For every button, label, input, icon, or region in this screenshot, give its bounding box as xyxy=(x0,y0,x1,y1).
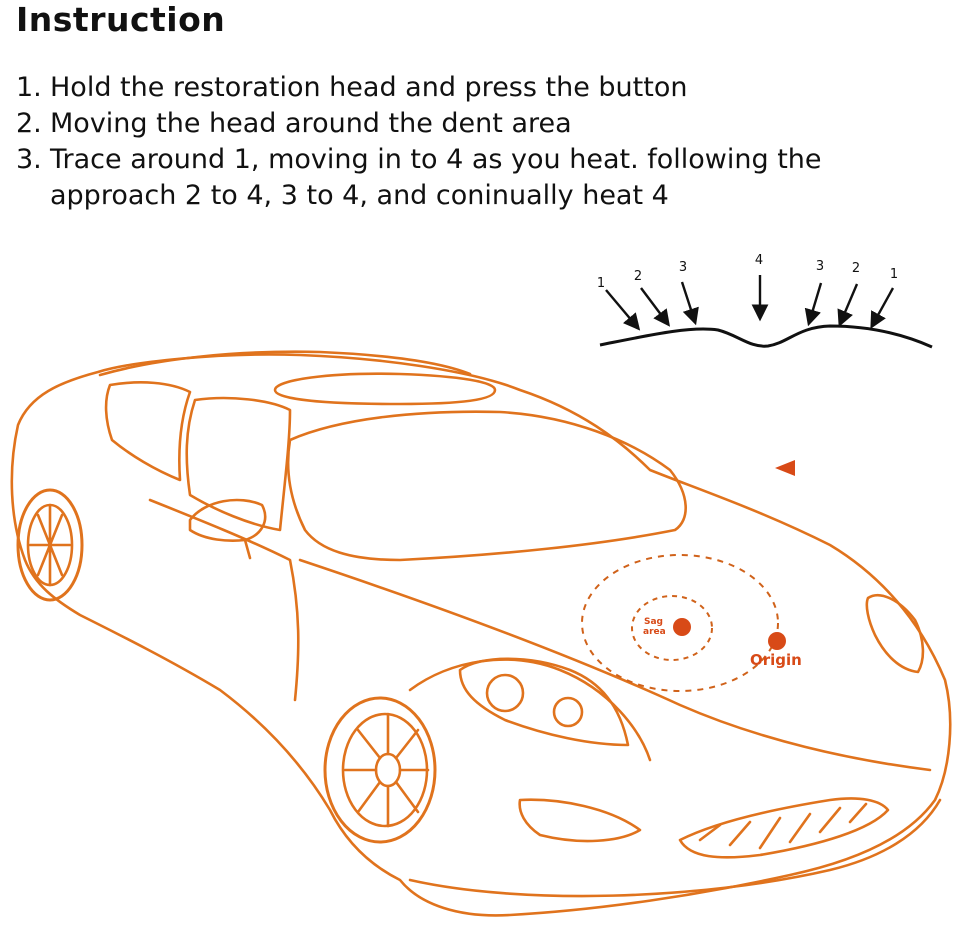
heat-arrow-3-right xyxy=(804,282,823,327)
door-line xyxy=(148,498,300,702)
instruction-steps: 1. Hold the restoration head and press t… xyxy=(16,70,946,214)
car-line-drawing xyxy=(10,350,952,917)
inner-trace-ring xyxy=(631,595,713,661)
origin-label: Origin xyxy=(750,651,802,669)
rear-wheel xyxy=(16,488,84,602)
sag-area-label: area xyxy=(643,627,666,637)
front-spokes xyxy=(343,712,430,828)
origin-dot xyxy=(768,632,786,650)
front-grille xyxy=(678,797,890,859)
grille-slats xyxy=(698,802,868,850)
front-fender xyxy=(408,658,652,762)
sunroof xyxy=(273,372,497,406)
side-window-front xyxy=(185,396,292,532)
heat-label: 1 xyxy=(890,267,898,282)
direction-marker xyxy=(775,460,795,476)
heat-label: 1 xyxy=(597,276,605,291)
headlight-lens xyxy=(485,673,525,713)
heat-label: 3 xyxy=(816,259,824,274)
step-1: 1. Hold the restoration head and press t… xyxy=(16,70,946,106)
step-text: Hold the restoration head and press the … xyxy=(50,72,688,103)
outer-trace-ring xyxy=(581,554,779,692)
heat-label: 2 xyxy=(634,269,642,284)
step-2: 2. Moving the head around the dent area xyxy=(16,106,946,142)
left-headlight xyxy=(458,657,630,747)
rear-spokes xyxy=(28,503,72,587)
sag-area-dot xyxy=(673,618,691,636)
side-intake-left xyxy=(518,798,642,843)
windshield xyxy=(286,410,687,562)
heat-label: 3 xyxy=(679,260,687,275)
right-headlight xyxy=(865,593,925,674)
car-roof-line xyxy=(98,350,472,377)
step-3: 3. Trace around 1, moving in to 4 as you… xyxy=(16,142,946,214)
step-number: 2. xyxy=(16,108,42,139)
heat-arrow-2-left xyxy=(640,287,671,327)
instruction-title: Instruction xyxy=(16,0,226,39)
step-number: 1. xyxy=(16,72,42,103)
step-number: 3. xyxy=(16,144,42,175)
step-text: Moving the head around the dent area xyxy=(50,108,572,139)
sag-area-label: Sag xyxy=(644,617,663,627)
front-wheel xyxy=(323,696,437,844)
heat-label: 2 xyxy=(852,261,860,276)
car-body-outline xyxy=(10,353,952,917)
side-mirror xyxy=(188,498,267,542)
headlight-lens xyxy=(552,696,584,728)
heat-arrow-3-left xyxy=(680,281,699,326)
heat-arrow-2-right xyxy=(837,283,859,328)
panel-dent-profile xyxy=(599,324,933,349)
front-splitter xyxy=(408,798,942,898)
heat-approach-diagram: 1 2 3 4 3 2 1 xyxy=(597,253,933,349)
side-window-rear xyxy=(104,381,192,482)
mirror-stalk xyxy=(243,538,252,560)
hood-crease xyxy=(298,558,932,772)
heat-label: 4 xyxy=(755,253,763,268)
heat-arrow-1-right xyxy=(870,287,895,329)
dent-area-diagram: Sag area Origin xyxy=(581,460,802,692)
heat-arrow-1-left xyxy=(605,289,641,331)
step-text: Trace around 1, moving in to 4 as you he… xyxy=(50,144,822,211)
